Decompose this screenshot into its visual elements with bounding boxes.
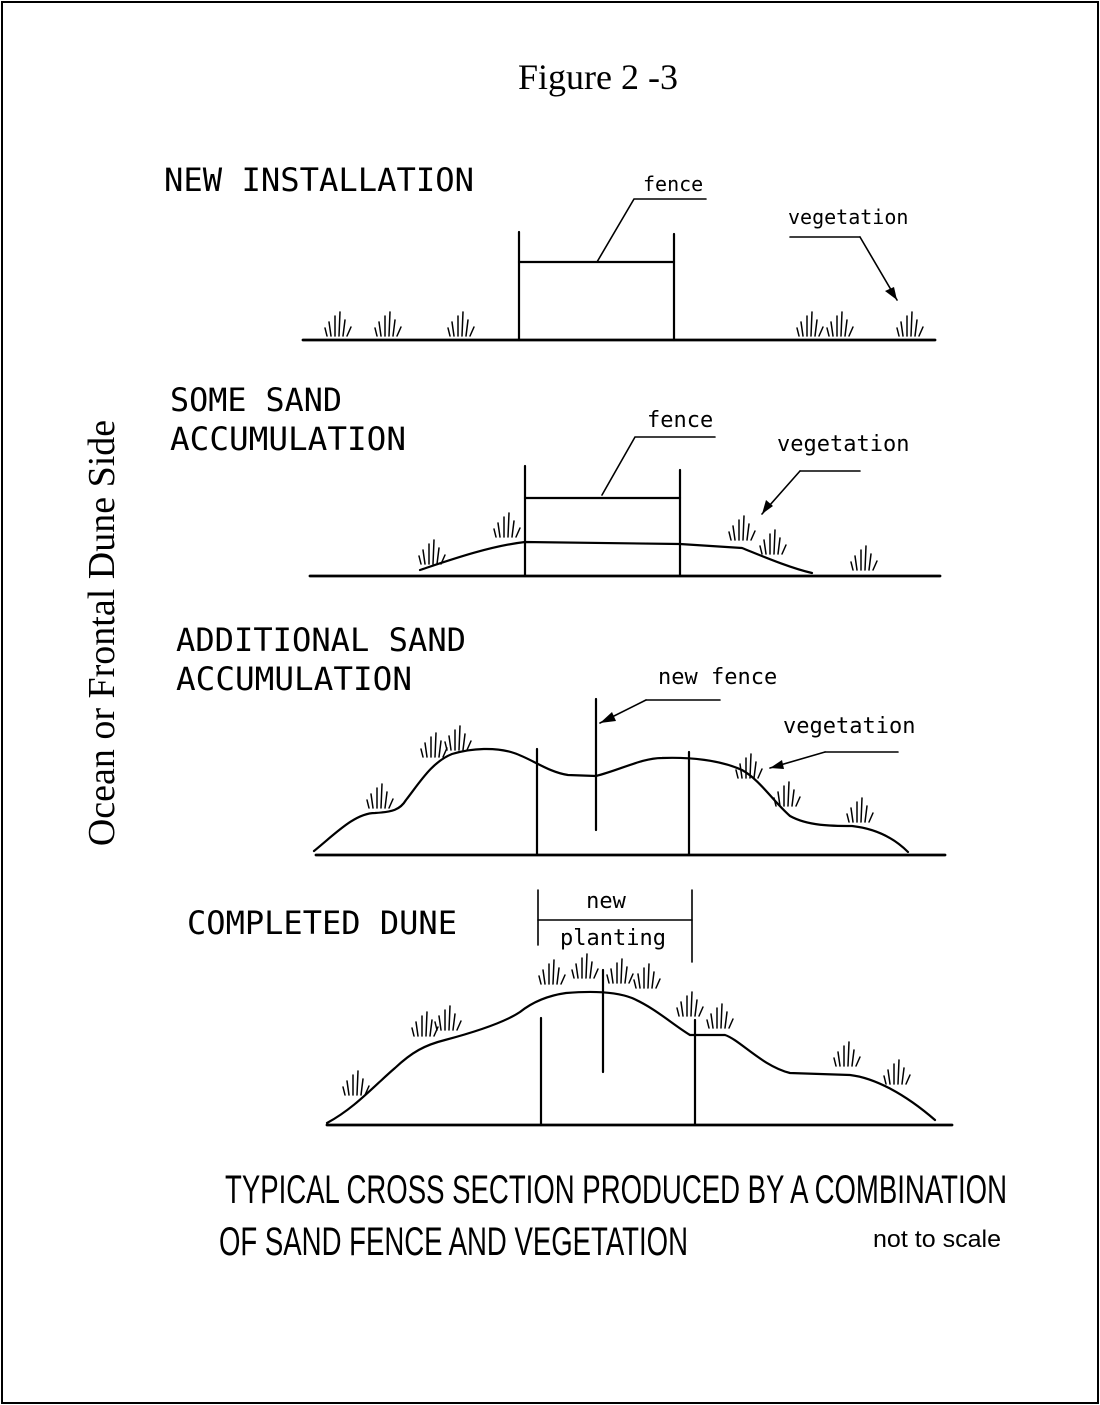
new-fence-arrowhead	[600, 712, 616, 723]
vegetation-label: vegetation	[783, 714, 915, 739]
planting-label: planting	[560, 926, 666, 951]
side-label: Ocean or Frontal Dune Side	[81, 420, 123, 846]
panel-title-some-sand-line1: SOME SAND	[170, 381, 342, 419]
vegetation-tufts	[418, 512, 878, 571]
fence-leader	[596, 198, 707, 263]
sand-profile	[312, 747, 910, 854]
caption-line1: TYPICAL CROSS SECTION PRODUCED BY A COMB…	[225, 1168, 1007, 1212]
panel-completed-dune: COMPLETED DUNE new planting	[187, 889, 954, 1127]
vegetation-arrowhead	[762, 500, 773, 514]
sand-profile	[325, 990, 937, 1125]
vegetation-label: vegetation	[788, 205, 908, 229]
caption-line2: OF SAND FENCE AND VEGETATION	[219, 1220, 688, 1264]
panel-title-completed-dune: COMPLETED DUNE	[187, 904, 457, 942]
panel-title-additional-sand-line2: ACCUMULATION	[176, 660, 412, 698]
fence-label: fence	[643, 172, 703, 196]
panel-title-additional-sand-line1: ADDITIONAL SAND	[176, 621, 466, 659]
figure-title: Figure 2 -3	[518, 57, 678, 97]
new-fence-label: new fence	[658, 665, 777, 690]
fence-label: fence	[647, 408, 713, 433]
panel-additional-sand: ADDITIONAL SAND ACCUMULATION new fence v…	[176, 621, 947, 857]
panel-some-sand: SOME SAND ACCUMULATION fence vegetation	[170, 381, 942, 578]
sand-profile	[418, 540, 814, 575]
fence-leader	[601, 436, 716, 496]
vegetation-label: vegetation	[777, 432, 909, 457]
vegetation-arrowhead	[885, 287, 897, 300]
panel-title-some-sand-line2: ACCUMULATION	[170, 420, 406, 458]
scale-note: not to scale	[873, 1226, 1001, 1253]
vegetation-tufts	[324, 311, 924, 337]
vegetation-tufts	[366, 725, 874, 823]
panel-new-installation: NEW INSTALLATION fence vegetation	[164, 161, 937, 342]
new-label: new	[586, 889, 626, 914]
caption: TYPICAL CROSS SECTION PRODUCED BY A COMB…	[219, 1168, 1007, 1264]
vegetation-arrowhead	[770, 760, 784, 769]
panel-title-new-installation: NEW INSTALLATION	[164, 161, 474, 199]
